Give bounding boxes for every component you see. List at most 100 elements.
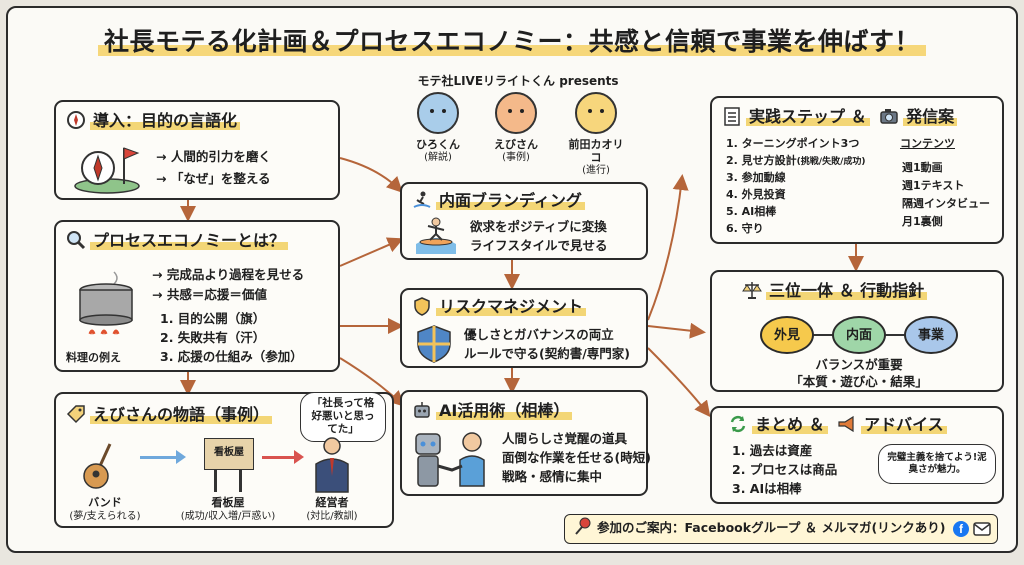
process-item-3: 3. 応援の仕組み（参加） [160,349,303,364]
mail-icon[interactable] [973,522,991,536]
trinity-title: 三位一体 ＆ 行動指針 [742,280,928,301]
megaphone-icon [838,415,854,433]
page-title: 社長モテる化計画＆プロセスエコノミー：共感と信頼で事業を伸ばす！ [8,22,1016,58]
ai-line-3: 戦略・感情に集中 [502,469,603,484]
story-step-2-label: 看板屋 [211,496,245,509]
risk-title: リスクマネジメント [412,296,587,317]
host-hiro: ひろくん(解説) [406,92,470,164]
intro-line-1: → 人間的引力を磨く [156,149,271,164]
step-item-4: 4. 外見投資 [726,188,786,201]
footer-bar[interactable]: 参加のご案内：Facebookグループ ＆ メルマガ(リンクあり) f [564,514,998,544]
checklist-icon [724,107,740,126]
step-item-5: 5. AI相棒 [726,205,777,218]
intro-line-2: → 「なぜ」を整える [156,171,271,186]
shield-illustration [417,325,451,363]
pushpin-icon [575,517,591,535]
facebook-icon[interactable]: f [953,521,969,537]
arrow-process-to-branding [339,237,404,267]
story-arrow-2 [262,456,298,459]
balance-scale-icon [742,282,762,299]
avatar [495,92,537,134]
advice-bubble: 完璧主義を捨てよう!泥臭さが魅力。 [878,444,996,484]
cooking-pot-illustration [79,271,133,335]
circle-inner: 内面 [832,316,886,354]
branding-line-1: 欲求をポジティブに変換 [470,219,607,234]
story-step-1-sub: (夢/支えられる) [69,511,141,522]
cooking-caption: 料理の例え [66,351,121,364]
robot-human-handshake-illustration [415,432,485,487]
arrow-risk-to-steps [647,174,689,321]
trinity-line-1: バランスが重要 [815,357,903,372]
content-item-3: 隔週インタビュー [902,197,990,210]
guitar-icon [83,443,112,489]
summary-item-1: 1. 過去は資産 [732,443,813,458]
steps-card: 実践ステップ ＆ 発信案 1. ターニングポイント3つ 2. 見せ方設計(挑戦/… [710,96,1004,244]
steps-title: 実践ステップ ＆ 発信案 [722,106,958,127]
story-step-1-label: バンド [88,496,122,509]
summary-item-3: 3. AIは相棒 [732,481,802,496]
intro-card: 導入：目的の言語化 → 人間的引力を磨く → 「なぜ」を整える [54,100,340,200]
risk-line-1: 優しさとガバナンスの両立 [464,327,614,342]
story-arrow-1-head [176,450,186,464]
step-item-3: 3. 参加動線 [726,171,786,184]
story-step-3-sub: (対比/教訓) [306,511,358,522]
branding-card: 内面ブランディング 欲求をポジティブに変換 ライフスタイルで見せる [400,182,648,260]
content-item-2: 週1テキスト [902,179,965,192]
branding-title: 内面ブランディング [412,190,585,211]
avatar [575,92,617,134]
shield-icon [414,297,430,316]
content-header: コンテンツ [900,137,955,150]
intro-title: 導入：目的の言語化 [66,110,241,131]
story-arrow-1 [140,456,180,459]
compass-flag-illustration [74,147,140,194]
magnifier-icon [67,231,86,250]
infographic-board: 社長モテる化計画＆プロセスエコノミー：共感と信頼で事業を伸ばす！ モテ社LIVE… [6,6,1018,553]
ai-line-1: 人間らしさ覚醒の道具 [502,431,628,446]
signboard-leg [239,470,242,492]
story-step-3-label: 経営者 [315,496,349,509]
footer-text: 参加のご案内：Facebookグループ ＆ メルマガ(リンクあり) [597,520,946,535]
arrow-risk-to-summary [647,347,711,418]
host-maeda: 前田カオリコ(進行) [564,92,628,177]
trinity-line-2: 「本質・遊び心・結果」 [790,374,928,389]
ai-line-2: 面倒な作業を任せる(時短) [502,450,651,465]
signboard-icon: 看板屋 [204,438,254,470]
surfer-illustration [416,217,456,254]
tag-icon [66,405,85,424]
process-line-2: → 共感＝応援＝価値 [152,287,267,302]
step-item-6: 6. 守り [726,222,764,235]
camera-icon [880,109,898,124]
avatar [417,92,459,134]
arrow-intro-to-branding [339,157,403,193]
summary-item-2: 2. プロセスは商品 [732,462,838,477]
story-step-2-sub: (成功/収入増/戸惑い) [180,511,276,522]
compass-icon [67,111,85,129]
robot-icon [414,402,430,418]
refresh-icon [730,415,746,433]
step-item-2: 2. 見せ方設計(挑戦/失敗/成功) [726,154,866,167]
host-ebi: えびさん(事例) [484,92,548,164]
story-speech-bubble: 「社長って格好悪いと思ってた」 [300,392,386,442]
risk-line-2: ルールで守る(契約書/専門家) [464,346,630,361]
surfer-icon [413,191,431,208]
signboard-leg [214,470,217,492]
circle-appearance: 外見 [760,316,814,354]
circle-business: 事業 [904,316,958,354]
branding-line-2: ライフスタイルで見せる [470,238,608,253]
process-economy-card: プロセスエコノミーとは？ 料理の例え → 完成品より過程を見せる → 共感＝応援… [54,220,340,372]
story-title: えびさんの物語（事例） [66,404,273,425]
story-card: えびさんの物語（事例） 「社長って格好悪いと思ってた」 看板屋 バンド (夢/支… [54,392,394,528]
risk-management-card: リスクマネジメント 優しさとガバナンスの両立 ルールで守る(契約書/専門家) [400,288,648,368]
arrow-risk-to-trinity [647,322,706,339]
step-item-1: 1. ターニングポイント3つ [726,137,860,150]
arrow-process-to-ai [339,357,405,407]
content-item-4: 月1裏側 [902,215,943,228]
trinity-card: 三位一体 ＆ 行動指針 外見 内面 事業 バランスが重要 「本質・遊び心・結果」 [710,270,1004,392]
story-arrow-2-head [294,450,304,464]
process-title: プロセスエコノミーとは？ [66,230,289,251]
process-line-1: → 完成品より過程を見せる [152,267,305,282]
process-item-2: 2. 失敗共有（汗） [160,330,266,345]
ai-title: AI活用術（相棒） [412,400,573,421]
process-item-1: 1. 目的公開（旗） [160,311,266,326]
businessman-icon [315,437,349,493]
